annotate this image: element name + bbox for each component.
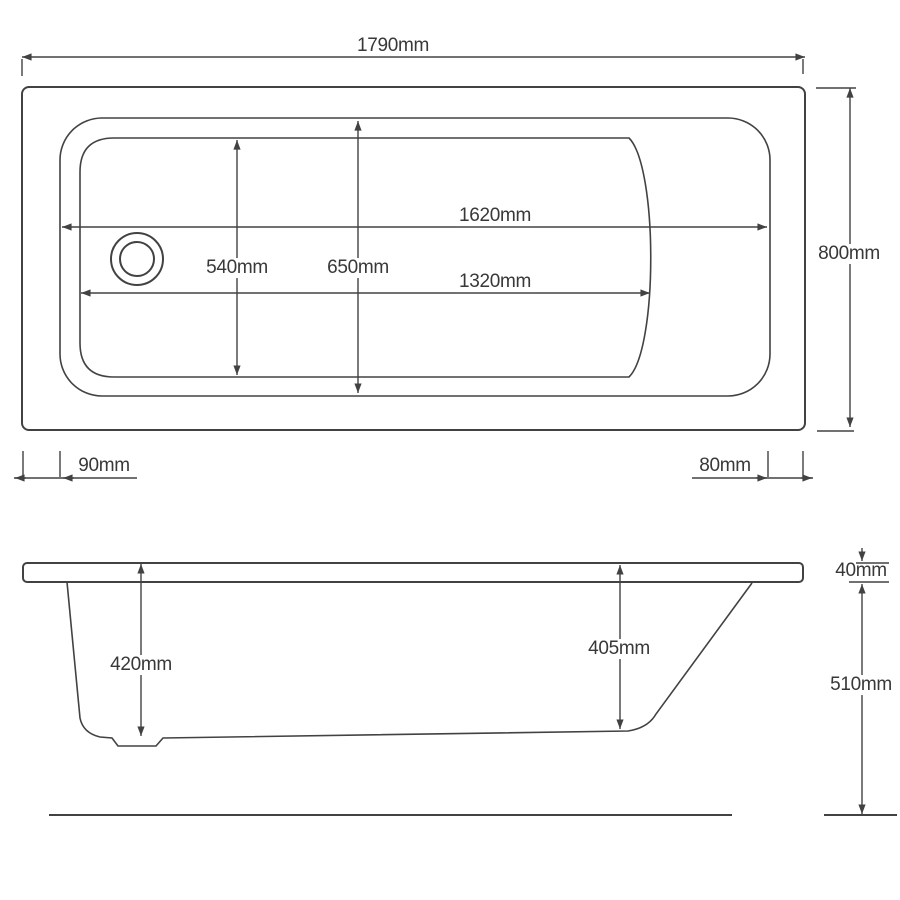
dim-overall-height-label: 510mm	[827, 675, 895, 695]
dim-floor-length-label: 1320mm	[455, 272, 535, 292]
plan-rim-edge	[59, 117, 771, 397]
drain-inner-icon	[119, 241, 155, 277]
dim-overall-length-label: 1790mm	[353, 36, 433, 56]
dim-rim-opening-width-label: 650mm	[324, 258, 392, 278]
plan-dimensions	[14, 53, 856, 482]
side-view	[22, 562, 897, 816]
drain-icon	[110, 232, 164, 286]
dim-overall-width-label: 800mm	[815, 244, 883, 264]
side-rim-edge	[22, 562, 804, 583]
dim-left-offset-label: 90mm	[75, 456, 133, 476]
dim-right-offset-label: 80mm	[696, 456, 754, 476]
dim-depth-right-label: 405mm	[585, 639, 653, 659]
dim-rim-opening-length-label: 1620mm	[455, 206, 535, 226]
dim-floor-width-label: 540mm	[203, 258, 271, 278]
plan-view	[21, 86, 806, 431]
side-body-outline	[66, 581, 753, 747]
dim-depth-left-label: 420mm	[107, 655, 175, 675]
dim-rim-thickness-label: 40mm	[835, 560, 887, 582]
side-dimensions	[137, 548, 889, 815]
plan-basin-floor-edge	[79, 137, 652, 378]
plan-outer-edge	[21, 86, 806, 431]
